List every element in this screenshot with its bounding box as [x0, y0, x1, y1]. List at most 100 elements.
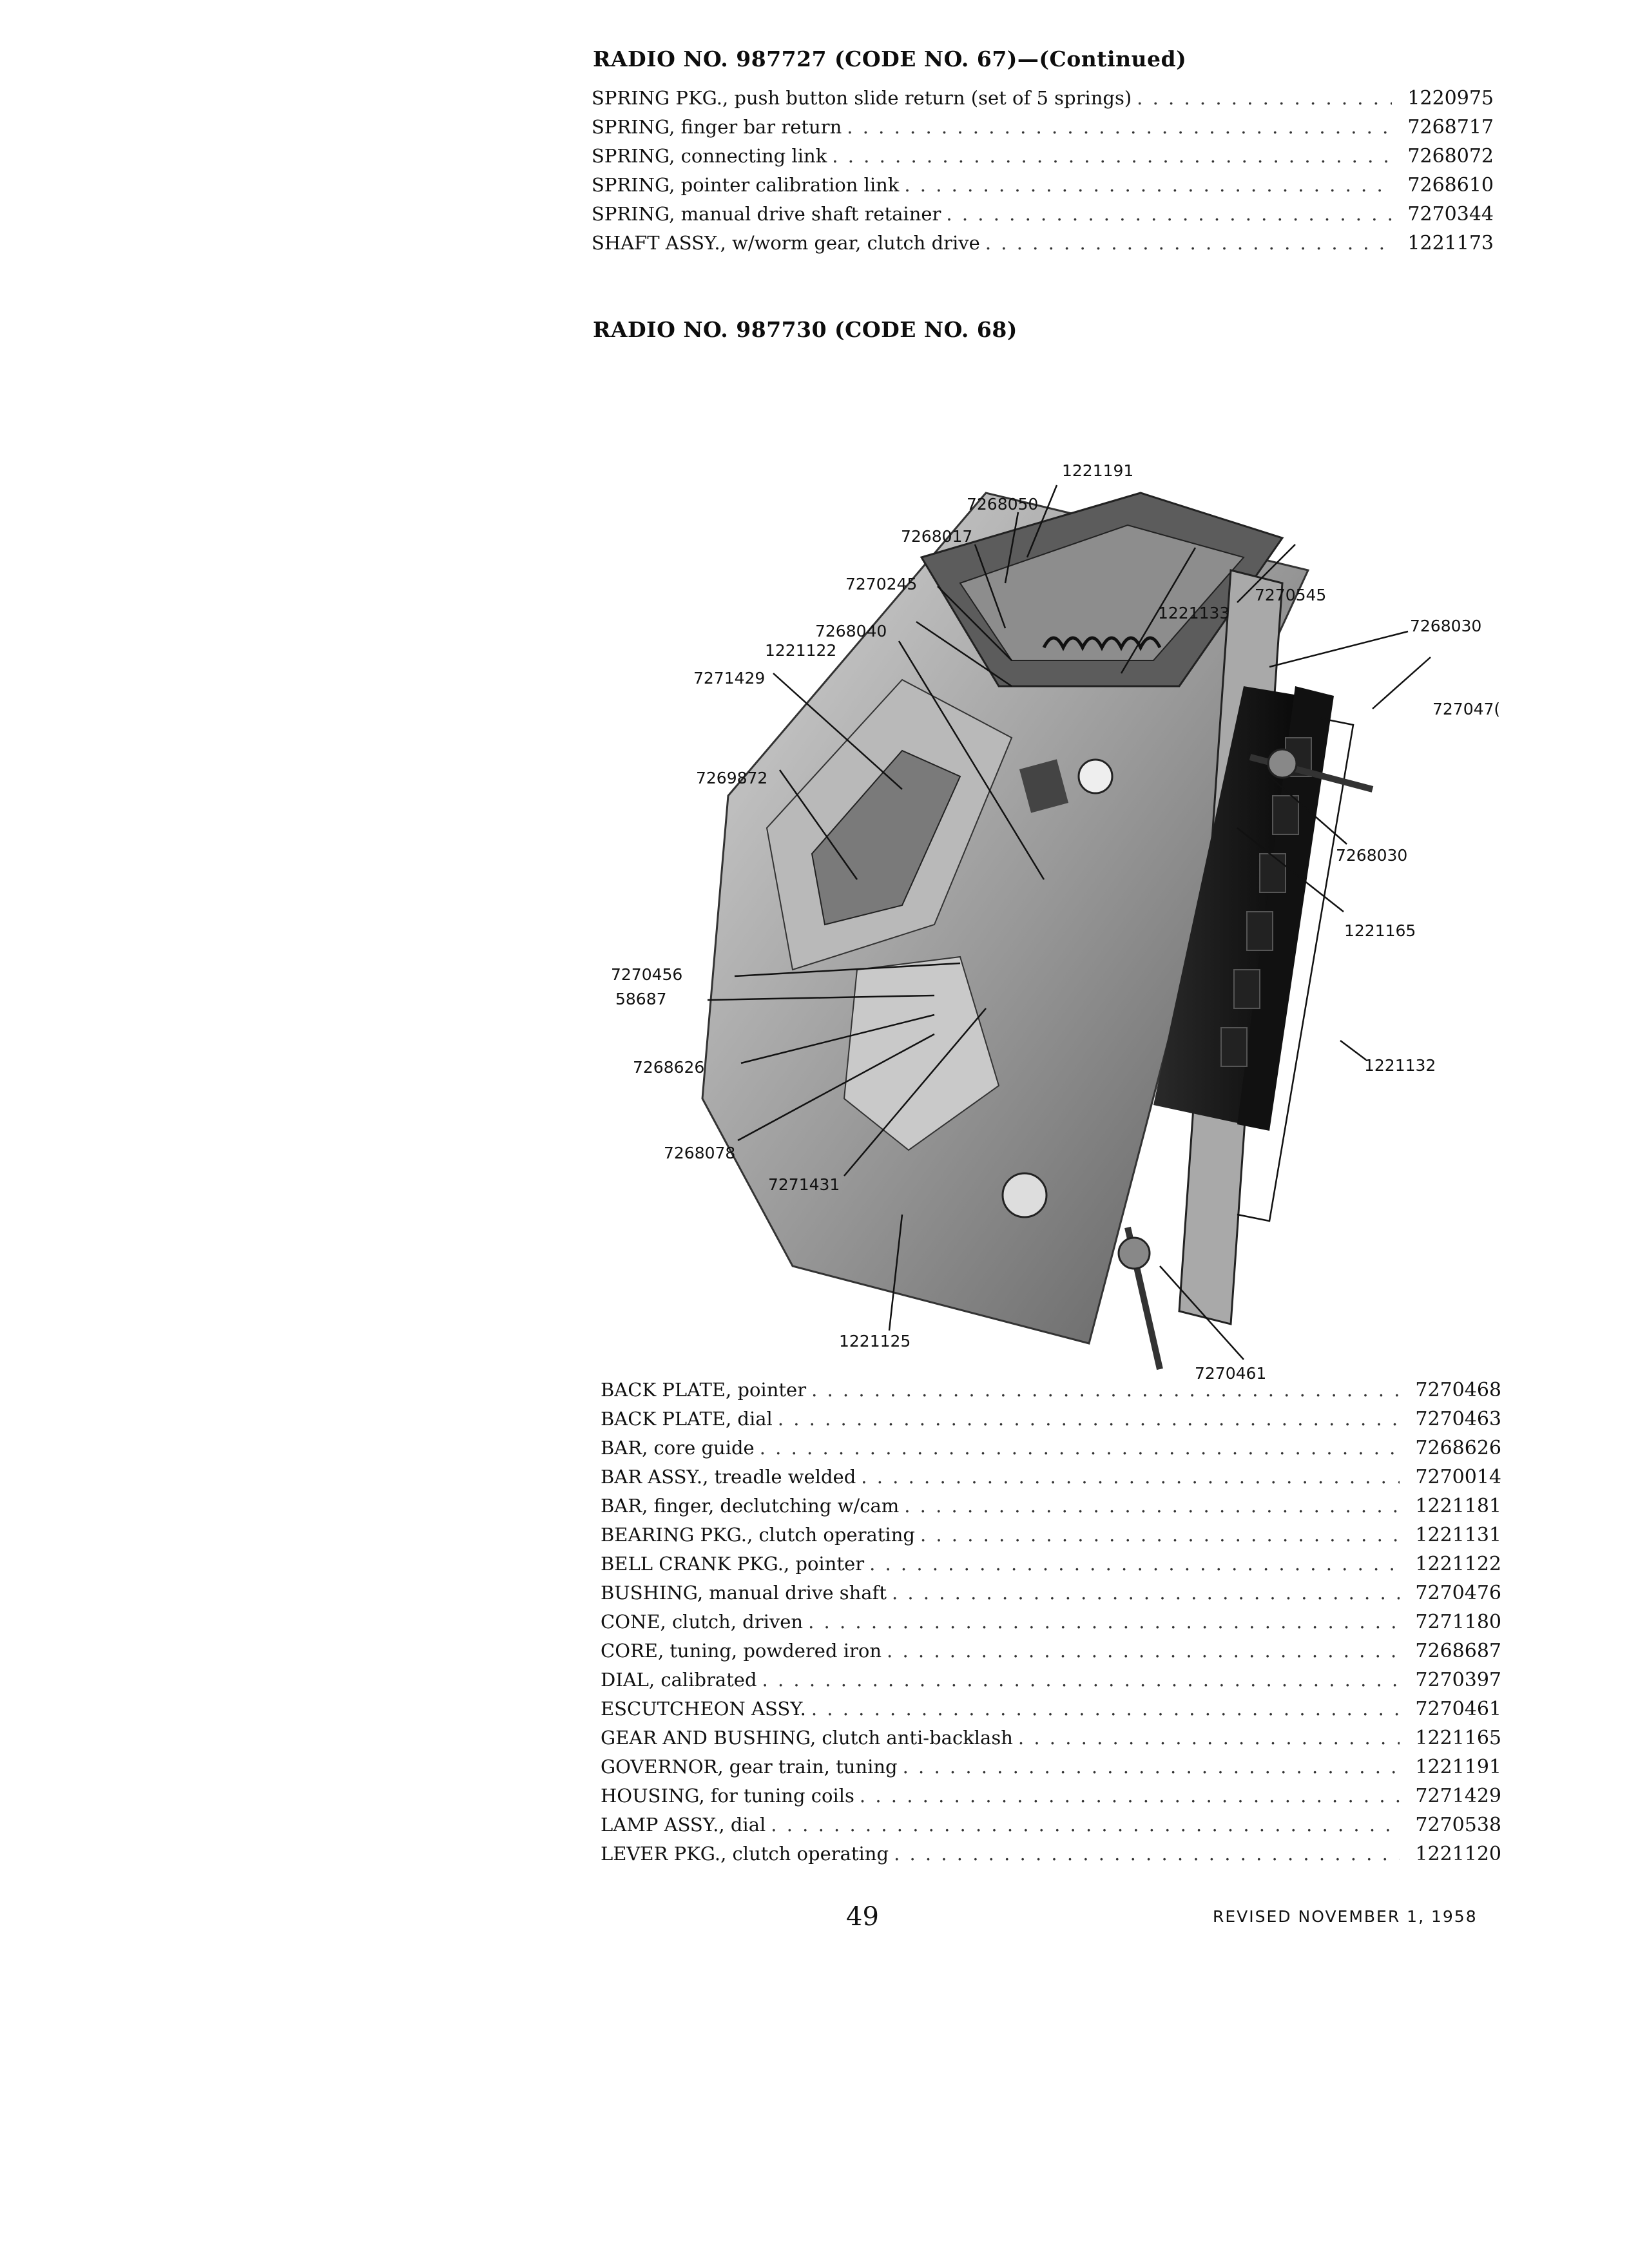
dot-leader — [762, 1669, 1400, 1691]
part-description: BAR, core guide — [601, 1437, 755, 1459]
part-number: 7270538 — [1415, 1814, 1501, 1836]
tuning-coil-spring — [1042, 636, 1162, 651]
part-row: BACK PLATE, pointer 7270468 — [601, 1379, 1501, 1408]
part-description: BAR ASSY., treadle welded — [601, 1466, 856, 1488]
callout-1221132: 1221132 — [1364, 1056, 1436, 1075]
part-number: 1221181 — [1415, 1495, 1501, 1517]
part-description: GEAR AND BUSHING, clutch anti-backlash — [601, 1727, 1013, 1749]
dot-leader — [894, 1843, 1400, 1865]
part-row: SPRING, manual drive shaft retainer 72703… — [592, 203, 1494, 232]
callout-labels: 1221191 7268050 7268017 7270245 1221133 … — [611, 461, 1500, 1383]
callout-7268030-bottom: 7268030 — [1336, 846, 1407, 865]
radio-exploded-figure: 1221191 7268050 7268017 7270245 1221133 … — [599, 325, 1501, 1389]
part-number: 7270476 — [1415, 1582, 1501, 1604]
part-number: 7268687 — [1415, 1640, 1501, 1662]
part-row: CORE, tuning, powdered iron 7268687 — [601, 1640, 1501, 1669]
callout-7268626: 7268626 — [633, 1058, 704, 1077]
chassis-body — [701, 492, 1310, 1345]
callout-7270476: 727047( — [1432, 700, 1500, 718]
part-description: SPRING, connecting link — [592, 145, 827, 167]
part-row: ESCUTCHEON ASSY. 7270461 — [601, 1698, 1501, 1727]
part-row: CONE, clutch, driven 7271180 — [601, 1611, 1501, 1640]
part-description: GOVERNOR, gear train, tuning — [601, 1756, 898, 1778]
section-title-code-68: RADIO NO. 987730 (CODE NO. 68) — [593, 317, 1017, 342]
dot-leader — [946, 203, 1392, 225]
dot-leader — [1018, 1727, 1400, 1749]
part-number: 7270468 — [1415, 1379, 1501, 1401]
dot-leader — [811, 1379, 1400, 1401]
dot-leader — [847, 116, 1392, 138]
part-number: 7271429 — [1415, 1785, 1501, 1807]
part-row: GOVERNOR, gear train, tuning1221191 — [601, 1756, 1501, 1785]
part-row: SPRING, finger bar return7268717 — [592, 116, 1494, 145]
part-row: LEVER PKG., clutch operating1221120 — [601, 1843, 1501, 1872]
part-description: CONE, clutch, driven — [601, 1611, 804, 1633]
callout-7268078: 7268078 — [664, 1144, 735, 1162]
dot-leader — [887, 1640, 1400, 1662]
dot-leader — [860, 1785, 1400, 1807]
part-row: BAR ASSY., treadle welded 7270014 — [601, 1466, 1501, 1495]
callout-7268040: 7268040 — [815, 622, 887, 640]
dot-leader — [771, 1814, 1400, 1836]
callout-7271429: 7271429 — [693, 669, 765, 687]
part-number: 7268610 — [1407, 174, 1494, 197]
part-number: 1220975 — [1407, 87, 1494, 110]
dot-leader — [778, 1408, 1400, 1430]
part-number: 7270014 — [1415, 1466, 1501, 1488]
part-description: SHAFT ASSY., w/worm gear, clutch drive — [592, 232, 980, 254]
part-row: HOUSING, for tuning coils7271429 — [601, 1785, 1501, 1814]
callout-7271431: 7271431 — [768, 1175, 840, 1194]
part-number: 7270461 — [1415, 1698, 1501, 1720]
part-row: SPRING, connecting link 7268072 — [592, 145, 1494, 174]
callout-7270245: 7270245 — [845, 575, 917, 593]
part-row: BUSHING, manual drive shaft7270476 — [601, 1582, 1501, 1611]
part-description: SPRING PKG., push button slide return (s… — [592, 87, 1132, 109]
part-number: 1221165 — [1415, 1727, 1501, 1749]
part-description: ESCUTCHEON ASSY. — [601, 1698, 806, 1720]
part-number: 1221120 — [1415, 1843, 1501, 1865]
part-row: SHAFT ASSY., w/worm gear, clutch drive12… — [592, 232, 1494, 261]
part-row: LAMP ASSY., dial7270538 — [601, 1814, 1501, 1843]
part-number: 7270344 — [1407, 203, 1494, 226]
part-description: CORE, tuning, powdered iron — [601, 1640, 882, 1662]
part-row: SPRING, pointer calibration link 7268610 — [592, 174, 1494, 203]
dot-leader — [760, 1437, 1400, 1459]
part-number: 7268072 — [1407, 145, 1494, 168]
callout-7268017: 7268017 — [901, 527, 972, 546]
part-number: 1221131 — [1415, 1524, 1501, 1546]
callout-1221125: 1221125 — [839, 1332, 911, 1350]
dot-leader — [892, 1582, 1400, 1604]
dot-leader — [811, 1698, 1400, 1720]
part-row: BEARING PKG., clutch operating 1221131 — [601, 1524, 1501, 1553]
revision-date: REVISED NOVEMBER 1, 1958 — [1213, 1907, 1478, 1926]
part-row: BELL CRANK PKG., pointer1221122 — [601, 1553, 1501, 1582]
part-row: BACK PLATE, dial7270463 — [601, 1408, 1501, 1437]
part-description: SPRING, pointer calibration link — [592, 174, 900, 196]
part-row: DIAL, calibrated7270397 — [601, 1669, 1501, 1698]
part-description: BACK PLATE, pointer — [601, 1379, 807, 1401]
dot-leader — [808, 1611, 1400, 1633]
parts-list-code-67: SPRING PKG., push button slide return (s… — [592, 87, 1494, 261]
part-number: 7271180 — [1415, 1611, 1501, 1633]
part-row: SPRING PKG., push button slide return (s… — [592, 87, 1494, 116]
callout-1221133: 1221133 — [1158, 604, 1229, 622]
part-row: BAR, core guide7268626 — [601, 1437, 1501, 1466]
part-description: BEARING PKG., clutch operating — [601, 1524, 915, 1546]
callout-leaders — [707, 485, 1431, 1360]
callout-7269872: 7269872 — [696, 769, 767, 787]
dot-leader — [1137, 87, 1392, 109]
page-number: 49 — [846, 1902, 879, 1932]
callout-7268050: 7268050 — [967, 495, 1038, 514]
part-number: 7268717 — [1407, 116, 1494, 139]
radio-chassis-illustration: 1221191 7268050 7268017 7270245 1221133 … — [611, 461, 1500, 1383]
dot-leader — [903, 1756, 1400, 1778]
callout-1221191: 1221191 — [1062, 461, 1133, 480]
dot-leader — [904, 1495, 1400, 1517]
dot-leader — [832, 145, 1392, 167]
part-row: BAR, finger, declutching w/cam1221181 — [601, 1495, 1501, 1524]
dot-leader — [920, 1524, 1400, 1546]
part-description: SPRING, manual drive shaft retainer — [592, 203, 941, 225]
dot-leader — [869, 1553, 1400, 1575]
callout-7270545: 7270545 — [1255, 586, 1326, 604]
